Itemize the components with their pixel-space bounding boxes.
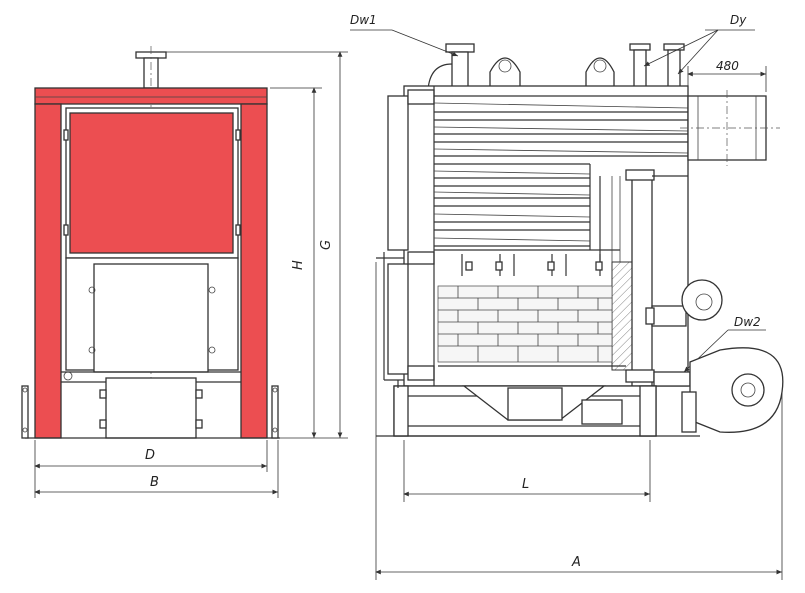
dimension-D: D — [34, 440, 268, 498]
side-grate-supports — [461, 254, 603, 276]
front-view: D B H G — [21, 46, 348, 498]
flue-size-label: 480 — [716, 59, 739, 73]
dimension-H: H — [270, 87, 348, 439]
front-base — [21, 385, 280, 439]
label-Dw2-text: Dw2 — [734, 315, 761, 329]
dimension-G: G — [166, 51, 348, 438]
side-small-fan — [645, 279, 723, 327]
dimension-A-label: A — [571, 555, 581, 570]
label-Dw1-text: Dw1 — [350, 13, 377, 27]
front-ash-door — [99, 377, 203, 439]
dimension-B: B — [34, 440, 279, 498]
dimension-A: A — [375, 262, 783, 580]
dimension-D-label: D — [145, 448, 155, 463]
side-tube-bank — [433, 95, 689, 251]
label-Dy: Dy — [643, 13, 755, 75]
side-brick-lining — [437, 285, 626, 367]
side-base — [376, 379, 700, 437]
side-blower-fan — [653, 347, 784, 433]
side-rear-chamber — [599, 169, 688, 387]
dimension-L: L — [403, 440, 651, 502]
side-flue-outlet: 480 — [680, 59, 780, 166]
dimension-G-label: G — [319, 240, 334, 250]
label-Dw1: Dw1 — [350, 13, 459, 57]
label-Dy-text: Dy — [730, 13, 747, 27]
front-lower-section — [61, 257, 241, 383]
dimension-L-label: L — [522, 477, 529, 492]
front-upper-door — [63, 107, 241, 259]
dimension-H-label: H — [291, 260, 306, 270]
dimension-B-label: B — [150, 475, 159, 490]
side-view: Dw1 Dy — [350, 13, 784, 580]
